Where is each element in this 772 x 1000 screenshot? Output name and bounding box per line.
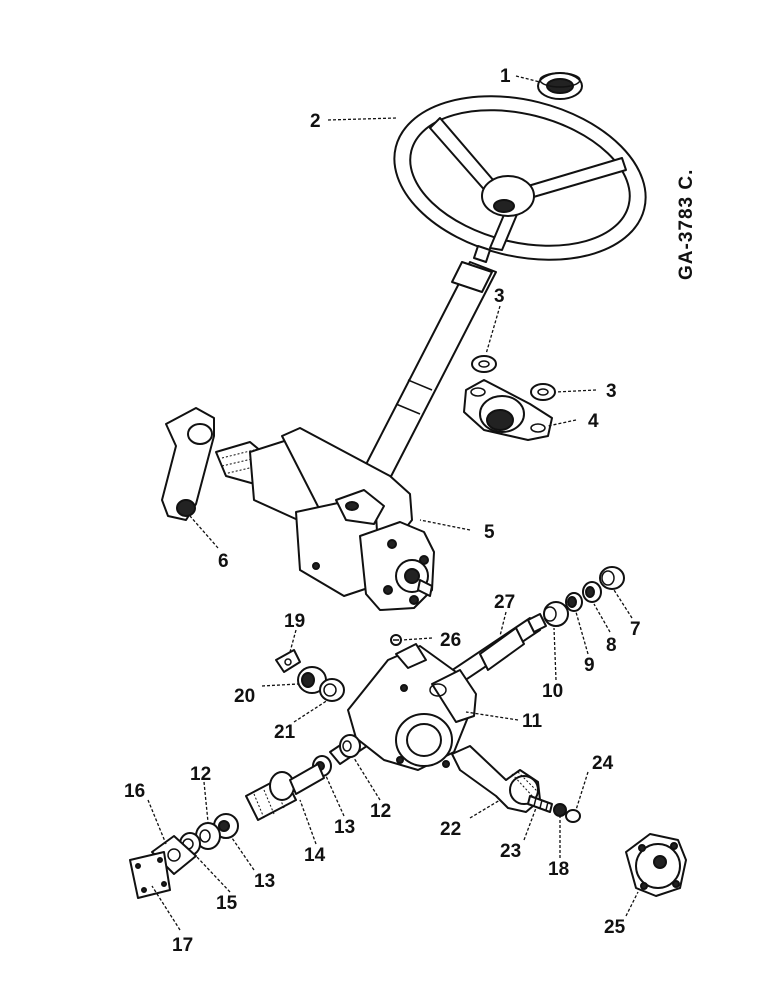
part-17-end-plate [129,851,171,899]
callout-17: 17 [172,935,193,956]
callout-24: 24 [592,753,614,774]
callout-27: 27 [494,592,515,613]
part-9-bearing [565,592,583,612]
part-8-bearing-race [582,581,602,603]
part-3-washer-upper [471,355,497,373]
part-18-nut [553,803,567,817]
part-26-bolt [390,634,402,646]
callout-5: 5 [484,522,495,543]
part-1-horn-cap [537,72,583,100]
callout-23: 23 [500,841,521,862]
part-4-column-clamp [463,379,553,441]
part-7-end-cap [599,566,625,590]
callout-labels: 1 2 3 3 4 5 6 7 8 9 10 11 12 12 13 13 14… [124,66,641,956]
part-11-gear-housing [347,643,477,771]
callout-26: 26 [440,630,461,651]
callout-12-lower: 12 [190,764,211,785]
callout-10: 10 [542,681,563,702]
part-2-steering-wheel [393,95,647,261]
callout-13-lower: 13 [254,871,275,892]
part-20-nut [297,666,327,694]
part-25-side-cover [625,833,687,897]
part-19-tab-washer [275,649,301,673]
part-14-sector-shaft [245,763,325,821]
callout-3-right: 3 [606,381,617,402]
part-5-steering-gear-housing [215,427,435,611]
callout-13-upper: 13 [334,817,355,838]
callout-4: 4 [588,411,599,432]
part-12-bushing-upper [339,734,361,758]
callout-12-upper: 12 [370,801,391,822]
callout-9: 9 [584,655,595,676]
callout-21: 21 [274,722,296,743]
callout-18: 18 [548,859,569,880]
callout-19: 19 [284,611,305,632]
callout-1: 1 [500,66,511,87]
part-3-washer-right [530,383,556,401]
callout-15: 15 [216,893,238,914]
part-10-bearing-cup [543,601,569,627]
callout-7: 7 [630,619,641,640]
callout-8: 8 [606,635,617,656]
leader-lines [147,75,639,931]
part-23-adjuster-screw [527,795,553,813]
callout-22: 22 [440,819,461,840]
callout-3-upper: 3 [494,286,505,307]
part-21-seal [319,678,345,702]
part-6-pitman-arm [161,407,215,521]
steering-column [357,245,497,491]
part-24-lock-ring [565,809,581,823]
callout-14: 14 [304,845,326,866]
callout-6: 6 [218,551,229,572]
drawing-code: GA-3783 C. [676,169,697,280]
callout-20: 20 [234,686,255,707]
callout-11: 11 [522,711,543,732]
callout-16: 16 [124,781,145,802]
callout-2: 2 [310,111,321,132]
callout-25: 25 [604,917,626,938]
